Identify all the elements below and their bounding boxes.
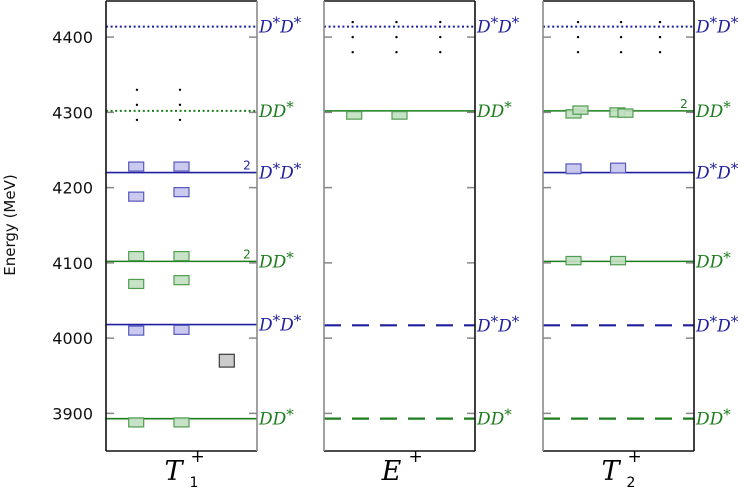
ellipsis-dot — [619, 50, 623, 54]
energy-level-box — [346, 111, 363, 120]
energy-level-box — [173, 275, 190, 286]
panel-t2-plus: D*D*DD*2D*D*DD*D*D*DD*T+2 — [542, 0, 739, 491]
ellipsis-dot — [658, 35, 662, 39]
threshold-label: DD* — [476, 98, 512, 122]
ellipsis-dot — [439, 50, 442, 54]
ellipsis-dot — [395, 35, 398, 39]
energy-level-box — [173, 417, 190, 428]
ellipsis-dot — [178, 88, 182, 91]
ellipsis-dot — [439, 20, 442, 24]
ellipsis-dot — [178, 103, 182, 107]
energy-level-box — [565, 255, 582, 266]
energy-level-box — [609, 255, 627, 266]
ellipsis-dot — [658, 50, 662, 54]
energy-level-box — [128, 191, 145, 202]
energy-level-box — [128, 278, 145, 290]
energy-level-box — [128, 417, 145, 428]
ellipsis-dot — [439, 35, 442, 39]
energy-level-box — [617, 108, 634, 118]
panel-irrep-subscript: 2 — [627, 475, 636, 491]
energy-level-box — [173, 187, 190, 198]
panel-irrep-superscript: + — [628, 447, 642, 467]
threshold-label: D*D* — [258, 160, 302, 184]
energy-level-box — [572, 105, 589, 115]
degeneracy-label: 2 — [243, 247, 251, 261]
panel-irrep-label: T — [164, 456, 184, 487]
degeneracy-label: 2 — [680, 97, 688, 111]
ellipsis-dot — [619, 20, 623, 24]
y-tick-label: 4400 — [52, 28, 93, 47]
panel-irrep-subscript: 1 — [190, 475, 199, 491]
threshold-label: D*D* — [476, 312, 520, 336]
threshold-label: D*D* — [258, 312, 302, 336]
ellipsis-dot — [576, 50, 580, 54]
energy-level-box — [218, 353, 235, 368]
ellipsis-dot — [135, 103, 139, 107]
ellipsis-dot — [576, 35, 580, 39]
y-tick-labels: 3900 4000 4100 4200 4300 4400 — [52, 28, 93, 423]
panel-irrep-superscript: + — [191, 447, 205, 467]
ellipsis-dot — [351, 20, 354, 24]
y-tick-label: 3900 — [52, 404, 93, 423]
energy-level-box — [173, 324, 190, 335]
energy-level-box — [128, 161, 145, 172]
threshold-label: D*D* — [476, 14, 520, 38]
y-tick-label: 4100 — [52, 254, 93, 273]
threshold-label: DD* — [695, 406, 731, 430]
threshold-label: D*D* — [258, 14, 302, 38]
panels: D*D*DD*D*D*2DD*2D*D*DD*T+1D*D*DD*D*D*DD*… — [105, 0, 739, 491]
ellipsis-dot — [395, 20, 398, 24]
ellipsis-dot — [135, 88, 139, 91]
threshold-label: D*D* — [695, 312, 739, 336]
ellipsis-dot — [351, 35, 354, 39]
ellipsis-dot — [351, 50, 354, 54]
y-tick-label: 4200 — [52, 179, 93, 198]
threshold-label: DD* — [258, 248, 294, 272]
y-axis-label: Energy (MeV) — [1, 174, 19, 275]
degeneracy-label: 2 — [243, 159, 251, 173]
threshold-label: DD* — [258, 406, 294, 430]
threshold-label: D*D* — [695, 14, 739, 38]
energy-level-box — [128, 250, 145, 262]
panel-e-plus: D*D* DD* D*D* DD* E + — [323, 0, 520, 487]
panel-irrep-superscript: + — [409, 447, 423, 467]
energy-level-box — [173, 161, 190, 172]
ellipsis-dot — [178, 118, 182, 122]
threshold-label: DD* — [695, 98, 731, 122]
energy-level-box — [128, 325, 145, 336]
ellipsis-dot — [395, 50, 398, 54]
threshold-label: DD* — [476, 406, 512, 430]
threshold-label: DD* — [695, 248, 731, 272]
ellipsis-dot — [135, 118, 139, 122]
panel-irrep-label: T — [601, 456, 621, 487]
energy-level-box — [391, 111, 408, 120]
ellipsis-dot — [576, 20, 580, 24]
y-tick-label: 4300 — [52, 103, 93, 122]
energy-level-box — [173, 250, 190, 262]
ellipsis-dot — [619, 35, 623, 39]
ellipsis-dot — [658, 20, 662, 24]
threshold-label: DD* — [258, 98, 294, 122]
energy-level-box — [609, 162, 627, 174]
threshold-label: D*D* — [695, 160, 739, 184]
panel-t1-plus: D*D*DD*D*D*2DD*2D*D*DD*T+1 — [105, 0, 302, 491]
y-tick-label: 4000 — [52, 329, 93, 348]
energy-level-box — [565, 163, 582, 175]
panel-irrep-label: E — [381, 456, 402, 487]
